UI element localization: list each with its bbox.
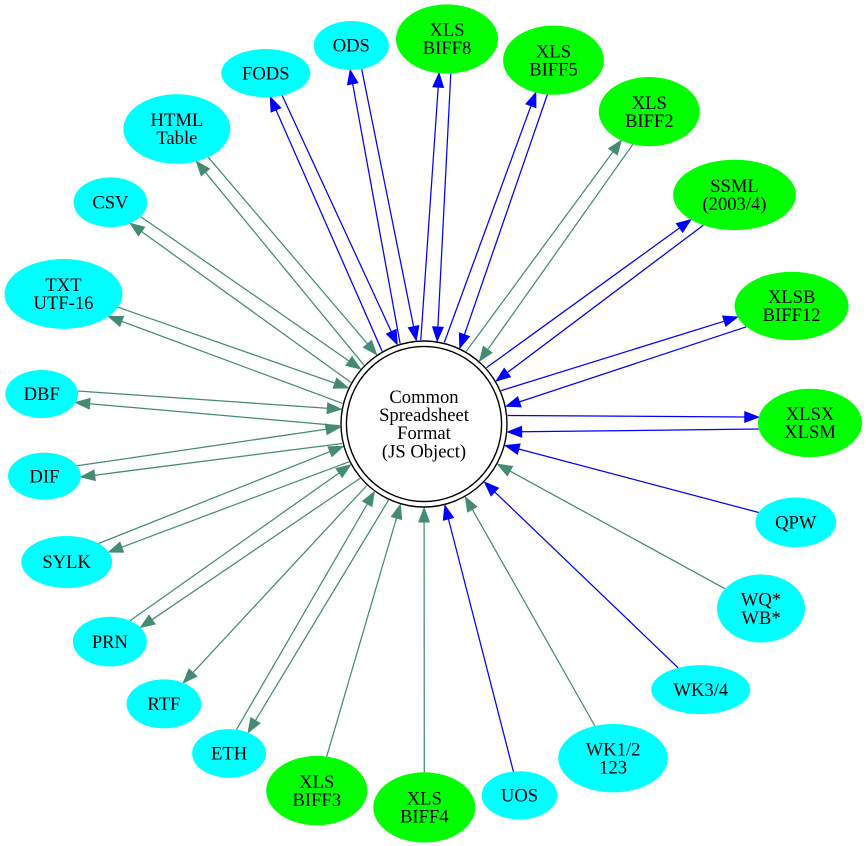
svg-text:DIF: DIF xyxy=(29,466,59,487)
svg-text:BIFF8: BIFF8 xyxy=(423,38,472,59)
svg-text:XLS: XLS xyxy=(407,789,442,810)
svg-text:XLSM: XLSM xyxy=(784,422,836,443)
svg-text:XLS: XLS xyxy=(632,93,667,114)
svg-text:UTF-16: UTF-16 xyxy=(34,293,94,314)
svg-text:BIFF2: BIFF2 xyxy=(625,111,674,132)
svg-text:XLS: XLS xyxy=(429,20,464,41)
svg-text:XLS: XLS xyxy=(299,772,334,793)
svg-text:RTF: RTF xyxy=(147,694,180,715)
svg-text:SSML: SSML xyxy=(710,176,759,197)
svg-text:123: 123 xyxy=(599,758,627,779)
svg-text:Common: Common xyxy=(389,387,459,408)
svg-text:ODS: ODS xyxy=(333,36,370,57)
svg-text:Format: Format xyxy=(397,423,452,444)
svg-text:CSV: CSV xyxy=(92,193,129,214)
svg-text:XLSB: XLSB xyxy=(768,287,816,308)
svg-text:HTML: HTML xyxy=(151,110,204,131)
svg-text:(JS Object): (JS Object) xyxy=(382,441,466,462)
svg-text:WB*: WB* xyxy=(741,608,780,629)
svg-text:TXT: TXT xyxy=(45,275,82,296)
svg-text:Spreadsheet: Spreadsheet xyxy=(379,405,470,426)
svg-text:WK1/2: WK1/2 xyxy=(586,739,641,760)
svg-text:BIFF3: BIFF3 xyxy=(293,790,342,811)
svg-text:ETH: ETH xyxy=(211,744,247,765)
svg-text:Table: Table xyxy=(156,128,197,149)
svg-text:QPW: QPW xyxy=(775,513,817,534)
svg-text:BIFF5: BIFF5 xyxy=(529,60,578,81)
svg-text:(2003/4): (2003/4) xyxy=(702,194,766,215)
svg-text:UOS: UOS xyxy=(501,786,538,807)
svg-text:BIFF4: BIFF4 xyxy=(400,807,449,828)
svg-text:WK3/4: WK3/4 xyxy=(673,680,728,701)
svg-text:XLS: XLS xyxy=(536,41,571,62)
svg-text:PRN: PRN xyxy=(92,632,128,653)
svg-text:BIFF12: BIFF12 xyxy=(763,305,821,326)
svg-text:WQ*: WQ* xyxy=(741,590,781,611)
svg-text:DBF: DBF xyxy=(24,384,60,405)
svg-text:XLSX: XLSX xyxy=(786,404,835,425)
svg-text:SYLK: SYLK xyxy=(42,552,91,573)
svg-text:FODS: FODS xyxy=(242,63,290,84)
